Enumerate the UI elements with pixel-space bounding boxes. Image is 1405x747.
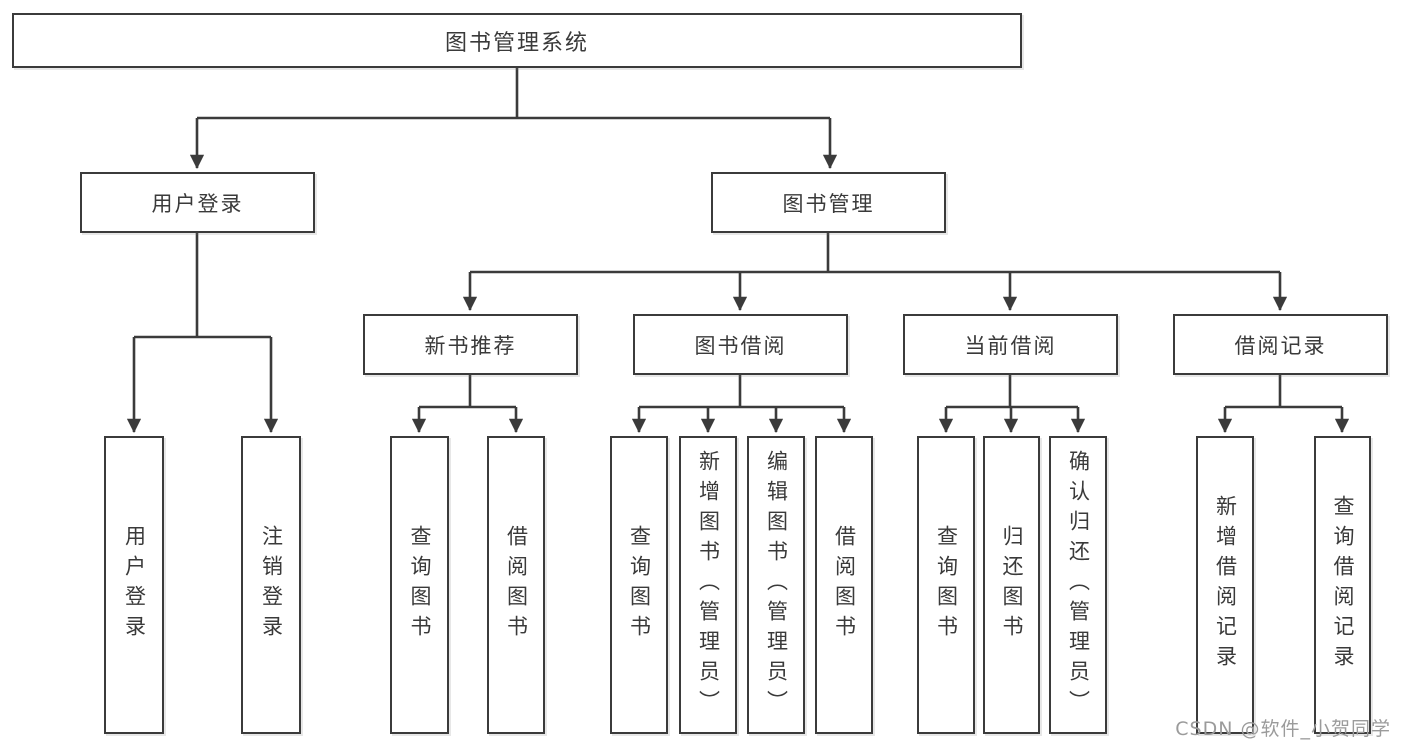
node-user-login: 用户登录 xyxy=(80,172,315,233)
node-library-management-system: 图书管理系统 xyxy=(12,13,1022,68)
leaf-logout: 注销登录 xyxy=(241,436,301,734)
node-new-book-recommendation: 新书推荐 xyxy=(363,314,578,375)
node-book-management: 图书管理 xyxy=(711,172,946,233)
node-borrowing-records: 借阅记录 xyxy=(1173,314,1388,375)
leaf-return-books: 归还图书 xyxy=(983,436,1040,734)
leaf-edit-book-admin: 编辑图书（管理员） xyxy=(747,436,805,734)
csdn-watermark: CSDN @软件_小贺同学 xyxy=(1175,718,1391,740)
node-current-borrowing: 当前借阅 xyxy=(903,314,1118,375)
leaf-confirm-return-admin: 确认归还（管理员） xyxy=(1049,436,1107,734)
leaf-borrow-books: 借阅图书 xyxy=(815,436,873,734)
leaf-query-books-current: 查询图书 xyxy=(917,436,975,734)
leaf-add-borrow-record: 新增借阅记录 xyxy=(1196,436,1254,734)
leaf-user-login: 用户登录 xyxy=(104,436,164,734)
leaf-query-books-borrow: 查询图书 xyxy=(610,436,668,734)
leaf-borrow-books-recommend: 借阅图书 xyxy=(487,436,545,734)
leaf-add-book-admin: 新增图书（管理员） xyxy=(679,436,737,734)
leaf-query-books-recommend: 查询图书 xyxy=(390,436,449,734)
leaf-query-borrow-record: 查询借阅记录 xyxy=(1314,436,1371,734)
node-book-borrowing: 图书借阅 xyxy=(633,314,848,375)
